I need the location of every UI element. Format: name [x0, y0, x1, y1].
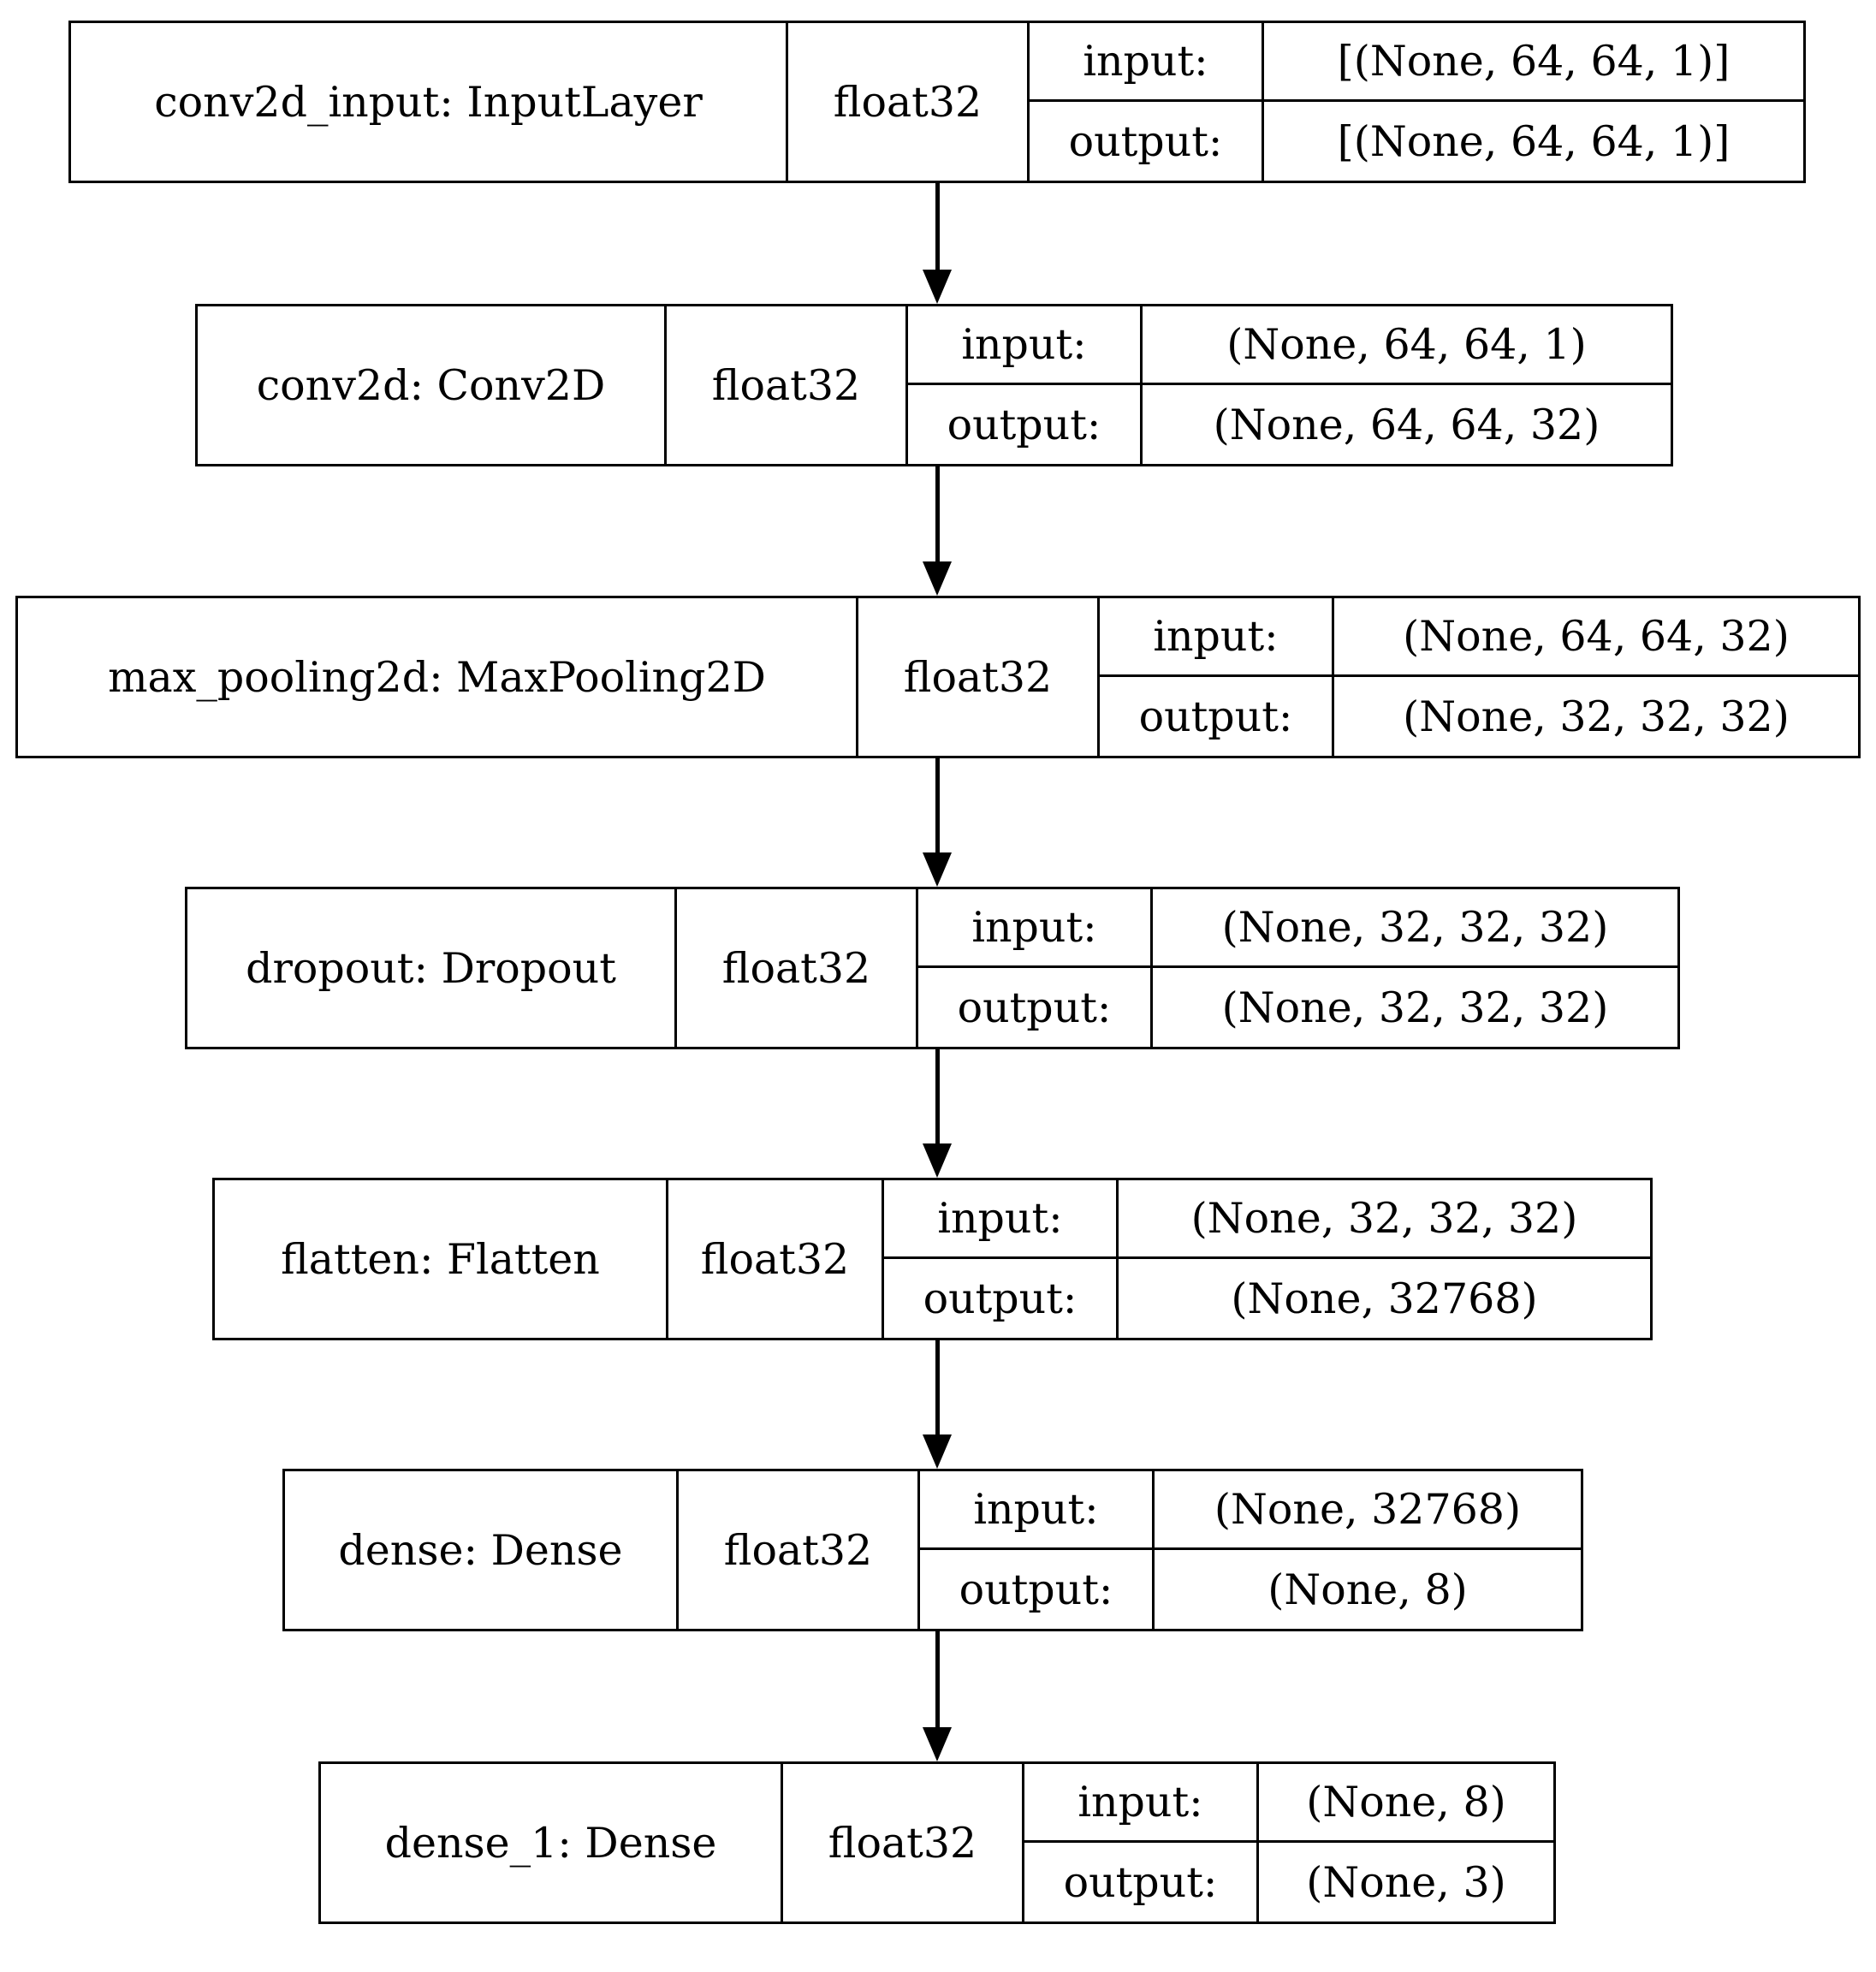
layer-node-conv2d[interactable]: conv2d: Conv2D float32 input: (None, 64,… [195, 304, 1673, 466]
output-label: output: [1030, 102, 1264, 181]
layer-io-block: input: (None, 32768) output: (None, 8) [920, 1471, 1581, 1629]
layer-output-row: output: (None, 3) [1024, 1843, 1553, 1922]
input-label: input: [884, 1180, 1119, 1256]
edge-arrowhead [923, 270, 952, 304]
layer-node-dense-1[interactable]: dense_1: Dense float32 input: (None, 8) … [318, 1761, 1556, 1924]
edge-arrowhead [923, 561, 952, 596]
edge-line [935, 1631, 940, 1727]
layer-dtype-label: float32 [668, 1180, 884, 1338]
layer-input-row: input: [(None, 64, 64, 1)] [1030, 23, 1803, 102]
output-shape-value: (None, 64, 64, 32) [1213, 400, 1600, 449]
input-shape-value: (None, 64, 64, 32) [1403, 612, 1790, 661]
layer-io-block: input: [(None, 64, 64, 1)] output: [(Non… [1030, 23, 1803, 181]
layer-input-row: input: (None, 8) [1024, 1764, 1553, 1843]
input-shape-value: (None, 64, 64, 1) [1226, 320, 1587, 369]
edge-arrowhead [923, 1434, 952, 1469]
layer-input-row: input: (None, 32768) [920, 1471, 1581, 1550]
layer-name-label: dropout: Dropout [187, 889, 677, 1047]
layer-name-label: max_pooling2d: MaxPooling2D [18, 598, 858, 756]
layer-dtype-label: float32 [679, 1471, 920, 1629]
layer-io-block: input: (None, 64, 64, 32) output: (None,… [1100, 598, 1858, 756]
layer-dtype-label: float32 [783, 1764, 1024, 1922]
layer-output-row: output: (None, 8) [920, 1550, 1581, 1629]
input-label: input: [908, 306, 1143, 383]
input-label: input: [1024, 1764, 1259, 1840]
layer-output-row: output: (None, 64, 64, 32) [908, 385, 1671, 464]
edge-line [935, 758, 940, 852]
edge-line [935, 183, 940, 270]
layer-node-flatten[interactable]: flatten: Flatten float32 input: (None, 3… [212, 1178, 1653, 1340]
input-label: input: [918, 889, 1153, 965]
output-label: output: [908, 385, 1143, 464]
output-label: output: [1100, 677, 1334, 756]
layer-input-row: input: (None, 32, 32, 32) [918, 889, 1677, 968]
layer-io-block: input: (None, 8) output: (None, 3) [1024, 1764, 1553, 1922]
layer-dtype-label: float32 [677, 889, 918, 1047]
layer-name-label: dense: Dense [285, 1471, 679, 1629]
output-shape-value: (None, 32, 32, 32) [1221, 983, 1609, 1032]
input-shape-value: (None, 32, 32, 32) [1190, 1194, 1578, 1243]
input-label: input: [920, 1471, 1155, 1547]
edge-line [935, 1049, 940, 1143]
layer-name-label: conv2d: Conv2D [198, 306, 667, 464]
input-label: input: [1100, 598, 1334, 674]
edge-line [935, 1340, 940, 1434]
output-label: output: [1024, 1843, 1259, 1922]
layer-output-row: output: [(None, 64, 64, 1)] [1030, 102, 1803, 181]
layer-output-row: output: (None, 32768) [884, 1259, 1650, 1338]
output-shape-value: (None, 32768) [1231, 1274, 1538, 1323]
edge-arrowhead [923, 1143, 952, 1178]
layer-name-label: conv2d_input: InputLayer [71, 23, 788, 181]
layer-dtype-label: float32 [858, 598, 1100, 756]
layer-output-row: output: (None, 32, 32, 32) [918, 968, 1677, 1047]
layer-node-dense[interactable]: dense: Dense float32 input: (None, 32768… [282, 1469, 1583, 1631]
layer-node-max-pooling2d[interactable]: max_pooling2d: MaxPooling2D float32 inpu… [15, 596, 1861, 758]
output-label: output: [884, 1259, 1119, 1338]
input-shape-value: (None, 32768) [1214, 1485, 1522, 1534]
layer-name-label: flatten: Flatten [215, 1180, 668, 1338]
layer-node-dropout[interactable]: dropout: Dropout float32 input: (None, 3… [185, 887, 1680, 1049]
layer-io-block: input: (None, 32, 32, 32) output: (None,… [884, 1180, 1650, 1338]
input-shape-value: (None, 8) [1306, 1778, 1506, 1826]
output-shape-value: (None, 32, 32, 32) [1403, 692, 1790, 741]
output-shape-value: [(None, 64, 64, 1)] [1337, 116, 1731, 166]
edge-line [935, 466, 940, 561]
layer-input-row: input: (None, 32, 32, 32) [884, 1180, 1650, 1259]
output-label: output: [920, 1550, 1155, 1629]
layer-input-row: input: (None, 64, 64, 32) [1100, 598, 1858, 677]
input-shape-value: [(None, 64, 64, 1)] [1337, 37, 1731, 86]
output-shape-value: (None, 3) [1306, 1857, 1506, 1907]
layer-io-block: input: (None, 64, 64, 1) output: (None, … [908, 306, 1671, 464]
layer-input-row: input: (None, 64, 64, 1) [908, 306, 1671, 385]
layer-dtype-label: float32 [667, 306, 908, 464]
output-label: output: [918, 968, 1153, 1047]
layer-name-label: dense_1: Dense [321, 1764, 783, 1922]
input-label: input: [1030, 23, 1264, 99]
output-shape-value: (None, 8) [1267, 1565, 1468, 1614]
edge-arrowhead [923, 1727, 952, 1761]
edge-arrowhead [923, 852, 952, 887]
layer-node-conv2d-input[interactable]: conv2d_input: InputLayer float32 input: … [68, 21, 1806, 183]
input-shape-value: (None, 32, 32, 32) [1221, 903, 1609, 952]
layer-io-block: input: (None, 32, 32, 32) output: (None,… [918, 889, 1677, 1047]
layer-output-row: output: (None, 32, 32, 32) [1100, 677, 1858, 756]
layer-dtype-label: float32 [788, 23, 1030, 181]
